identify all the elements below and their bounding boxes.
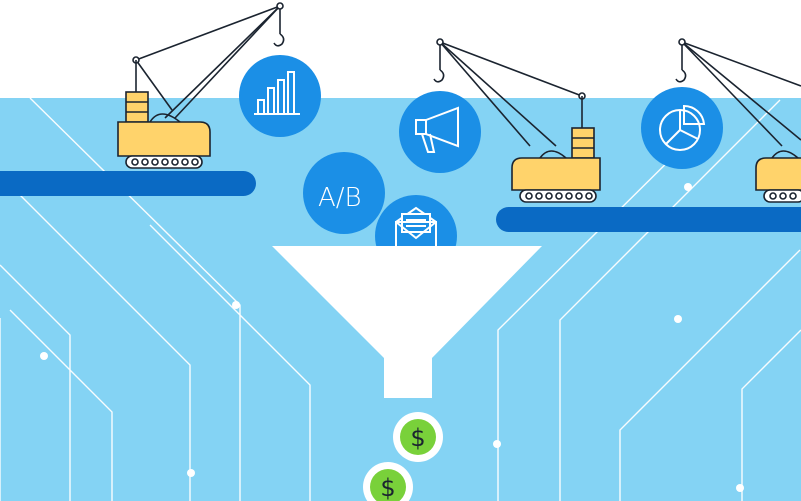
megaphone-bubble [399,91,481,173]
crane-right [675,38,801,203]
megaphone-icon [415,106,459,153]
coin-2: $ [363,462,413,501]
dollar-icon: $ [410,424,425,452]
crane-middle [433,38,601,203]
pie-chart-bubble [641,87,723,169]
ab-test-icon: A/B [318,183,362,213]
left-platform [0,171,256,196]
ab-test-bubble: A/B [303,152,385,234]
bar-chart-bubble [239,55,321,137]
crane-left [117,2,285,169]
circuit-dots [40,183,744,492]
sky-background [0,0,801,98]
pie-chart-icon [659,104,706,151]
dollar-icon: $ [380,474,395,501]
ab-label: A/B [318,183,362,213]
circuit-lines [0,97,801,501]
coin-1: $ [393,412,443,462]
bar-chart-icon [254,71,300,115]
funnel [272,246,542,398]
right-platform [496,207,801,232]
